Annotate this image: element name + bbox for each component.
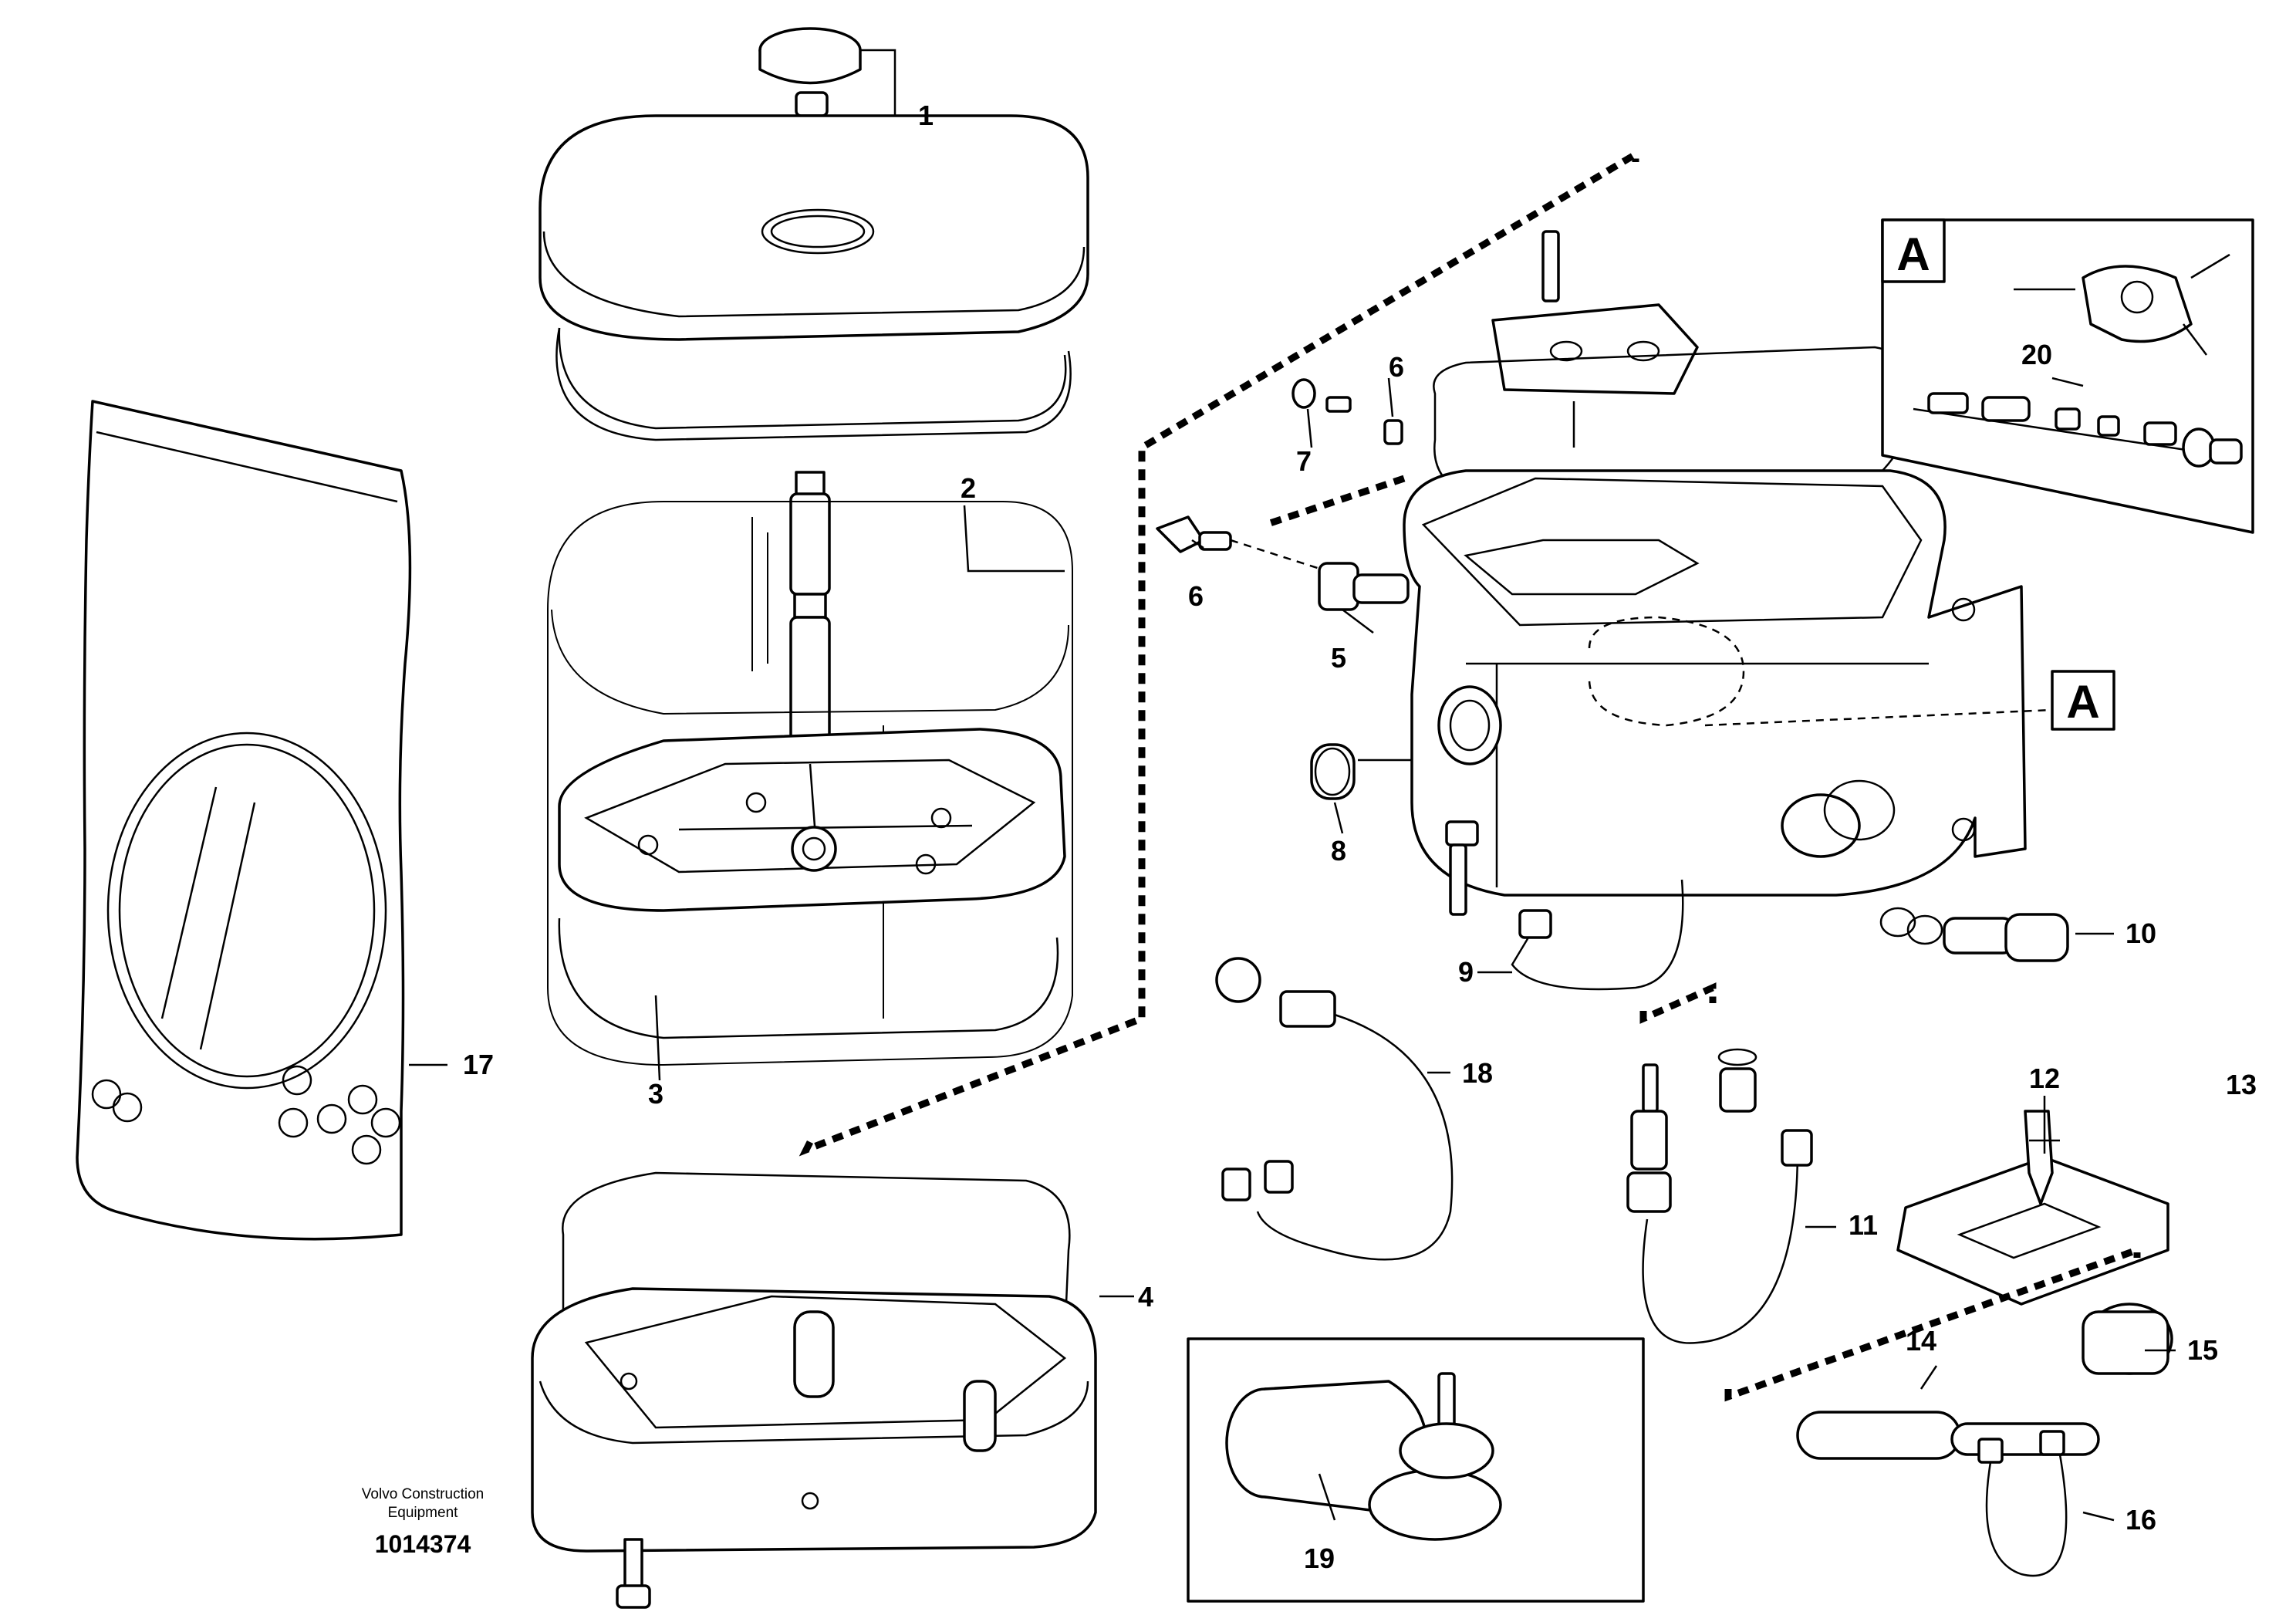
part-label-5: 5 xyxy=(1331,642,1346,674)
part-label-11: 11 xyxy=(1849,1209,1878,1241)
part-label-10: 10 xyxy=(2125,917,2156,949)
seal-kit-bag xyxy=(76,400,412,1241)
view-marker-a xyxy=(1704,670,2115,731)
part-label-9: 9 xyxy=(1458,956,1474,988)
part-label-8: 8 xyxy=(1331,835,1346,867)
inset-19-frame xyxy=(1187,1337,1645,1603)
inset-a-detail-view xyxy=(1881,218,2254,534)
tank-lid xyxy=(539,114,1089,441)
part-label-2: 2 xyxy=(961,472,976,504)
part-label-7: 7 xyxy=(1296,445,1312,477)
inset-a-letter: A xyxy=(1896,228,1930,280)
part-label-13: 13 xyxy=(2226,1069,2257,1100)
footer-company-line1: Volvo Construction xyxy=(362,1486,484,1502)
part-label-1: 1 xyxy=(918,100,934,131)
view-marker-a-letter: A xyxy=(2066,676,2099,728)
control-box-cover xyxy=(1433,230,1923,511)
part-label-14: 14 xyxy=(1906,1325,1936,1357)
wiring-harnesses xyxy=(1215,879,1813,1344)
tank-base xyxy=(531,1171,1097,1609)
leader-lines xyxy=(409,114,2176,1522)
part-label-16: 16 xyxy=(2125,1504,2156,1536)
part-label-3: 3 xyxy=(648,1078,663,1110)
drawing-number: 1014374 xyxy=(375,1530,471,1558)
part-label-4: 4 xyxy=(1138,1281,1153,1313)
control-box-housing xyxy=(1403,469,2027,897)
part-label-6-lower: 6 xyxy=(1188,580,1204,612)
part-label-15: 15 xyxy=(2187,1334,2218,1366)
circuit-board-and-sensors xyxy=(1724,1110,2173,1577)
footer-company-line2: Equipment xyxy=(388,1505,459,1521)
part-label-6-upper: 6 xyxy=(1389,351,1404,383)
part-label-12: 12 xyxy=(2029,1063,2060,1094)
connection-fittings xyxy=(1156,378,2069,962)
part-label-20: 20 xyxy=(2021,339,2052,370)
part-label-18: 18 xyxy=(1462,1057,1493,1089)
assembly-frame-dashed xyxy=(799,148,1639,1157)
baffle-plate xyxy=(558,728,1066,1039)
part-label-19: 19 xyxy=(1304,1543,1335,1574)
part-label-17: 17 xyxy=(463,1049,494,1080)
